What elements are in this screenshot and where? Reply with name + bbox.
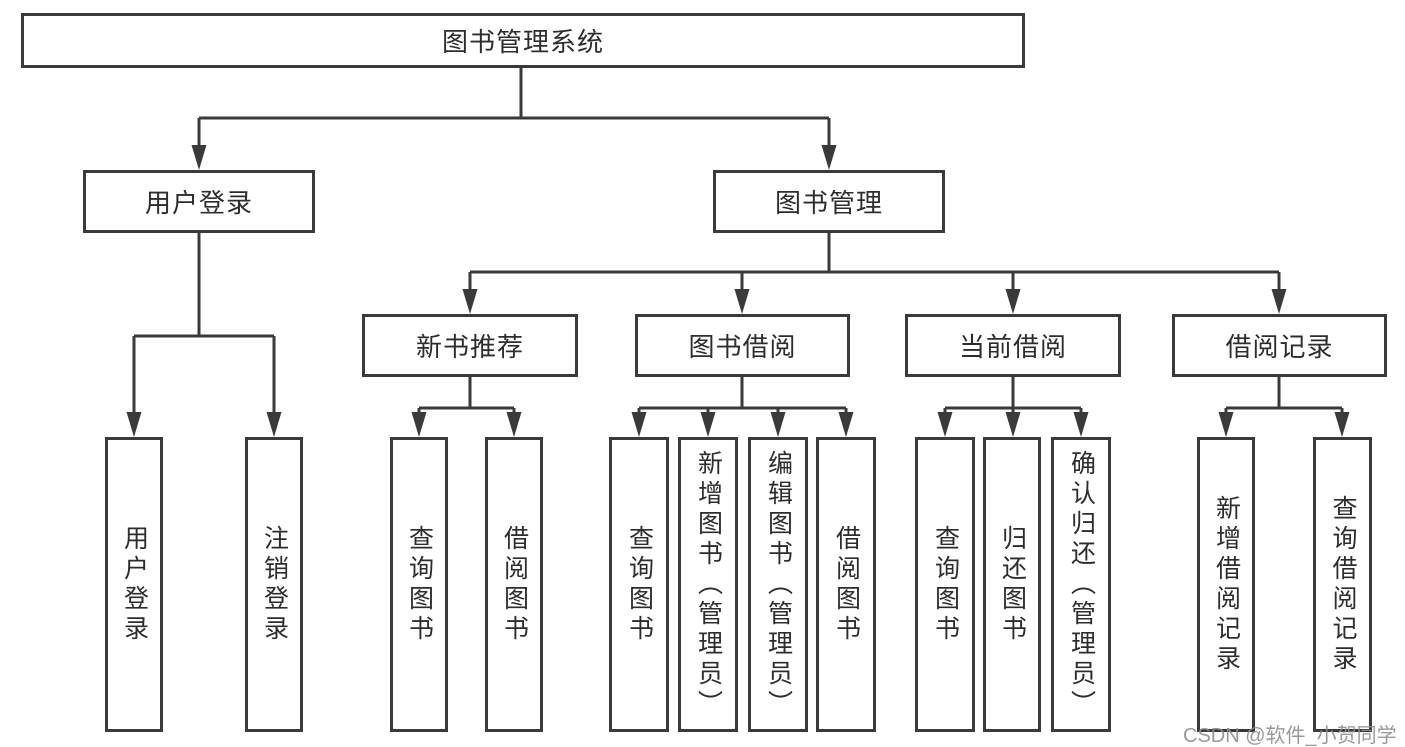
- arrow-down-icon: [770, 412, 786, 437]
- arrow-down-icon: [821, 145, 837, 170]
- node-library-management-system: 图书管理系统: [21, 13, 1025, 68]
- node-book-borrowing: 图书借阅: [635, 314, 850, 377]
- node-label: 图书管理系统: [441, 27, 604, 57]
- leaf-user-login: 用户登录: [105, 437, 163, 732]
- arrow-down-icon: [1005, 289, 1021, 314]
- arrow-down-icon: [937, 412, 953, 437]
- node-current-borrowing: 当前借阅: [905, 314, 1121, 377]
- node-label: 查询借阅记录: [1329, 494, 1357, 675]
- node-user-login: 用户登录: [83, 170, 315, 233]
- leaf-query-books-current: 查询图书: [915, 437, 975, 732]
- leaf-edit-books-admin: 编辑图书（管理员）: [748, 437, 808, 732]
- node-label: 查询图书: [625, 524, 654, 645]
- node-label: 图书借阅: [688, 332, 797, 362]
- leaf-query-books-recommend: 查询图书: [390, 437, 448, 732]
- node-label: 当前借阅: [958, 332, 1067, 362]
- node-book-management: 图书管理: [713, 170, 945, 233]
- node-label: 新增图书（管理员）: [694, 449, 723, 720]
- node-label: 查询图书: [405, 524, 434, 645]
- leaf-logout-login: 注销登录: [245, 437, 303, 732]
- node-label: 借阅记录: [1225, 332, 1334, 362]
- arrow-down-icon: [1334, 412, 1350, 437]
- leaf-return-books: 归还图书: [983, 437, 1041, 732]
- arrowheads: [126, 145, 1350, 437]
- node-borrowing-records: 借阅记录: [1172, 314, 1387, 377]
- node-label: 归还图书: [998, 524, 1027, 645]
- arrow-down-icon: [506, 412, 522, 437]
- arrow-down-icon: [631, 412, 647, 437]
- arrow-down-icon: [1218, 412, 1234, 437]
- arrow-down-icon: [734, 289, 750, 314]
- leaf-borrow-books-borrowing: 借阅图书: [816, 437, 876, 732]
- leaf-add-borrow-record: 新增借阅记录: [1197, 437, 1255, 732]
- arrow-down-icon: [1005, 412, 1021, 437]
- arrow-down-icon: [1271, 289, 1287, 314]
- arrow-down-icon: [126, 412, 142, 437]
- node-label: 编辑图书（管理员）: [764, 449, 793, 720]
- csdn-watermark: CSDN @软件_小贺同学: [1183, 725, 1397, 747]
- arrow-down-icon: [462, 289, 478, 314]
- arrow-down-icon: [1073, 412, 1089, 437]
- leaf-query-books-borrowing: 查询图书: [609, 437, 669, 732]
- leaf-add-books-admin: 新增图书（管理员）: [678, 437, 738, 732]
- arrow-down-icon: [700, 412, 716, 437]
- leaf-query-borrow-record: 查询借阅记录: [1313, 437, 1372, 732]
- arrow-down-icon: [191, 145, 207, 170]
- node-label: 新书推荐: [415, 332, 524, 362]
- node-label: 借阅图书: [832, 524, 861, 645]
- node-label: 图书管理: [774, 188, 883, 218]
- arrow-down-icon: [266, 412, 282, 437]
- node-label: 用户登录: [144, 188, 253, 218]
- node-label: 借阅图书: [500, 524, 529, 645]
- arrow-down-icon: [411, 412, 427, 437]
- node-label: 新增借阅记录: [1212, 494, 1241, 675]
- node-new-book-recommend: 新书推荐: [362, 314, 578, 377]
- leaf-borrow-books-recommend: 借阅图书: [485, 437, 543, 732]
- node-label: 确认归还（管理员）: [1067, 449, 1096, 720]
- arrow-down-icon: [838, 412, 854, 437]
- node-label: 注销登录: [260, 524, 289, 645]
- connector-paths: [132, 68, 1344, 417]
- node-label: 用户登录: [120, 524, 149, 645]
- leaf-confirm-return-admin: 确认归还（管理员）: [1051, 437, 1111, 732]
- node-label: 查询图书: [931, 524, 960, 645]
